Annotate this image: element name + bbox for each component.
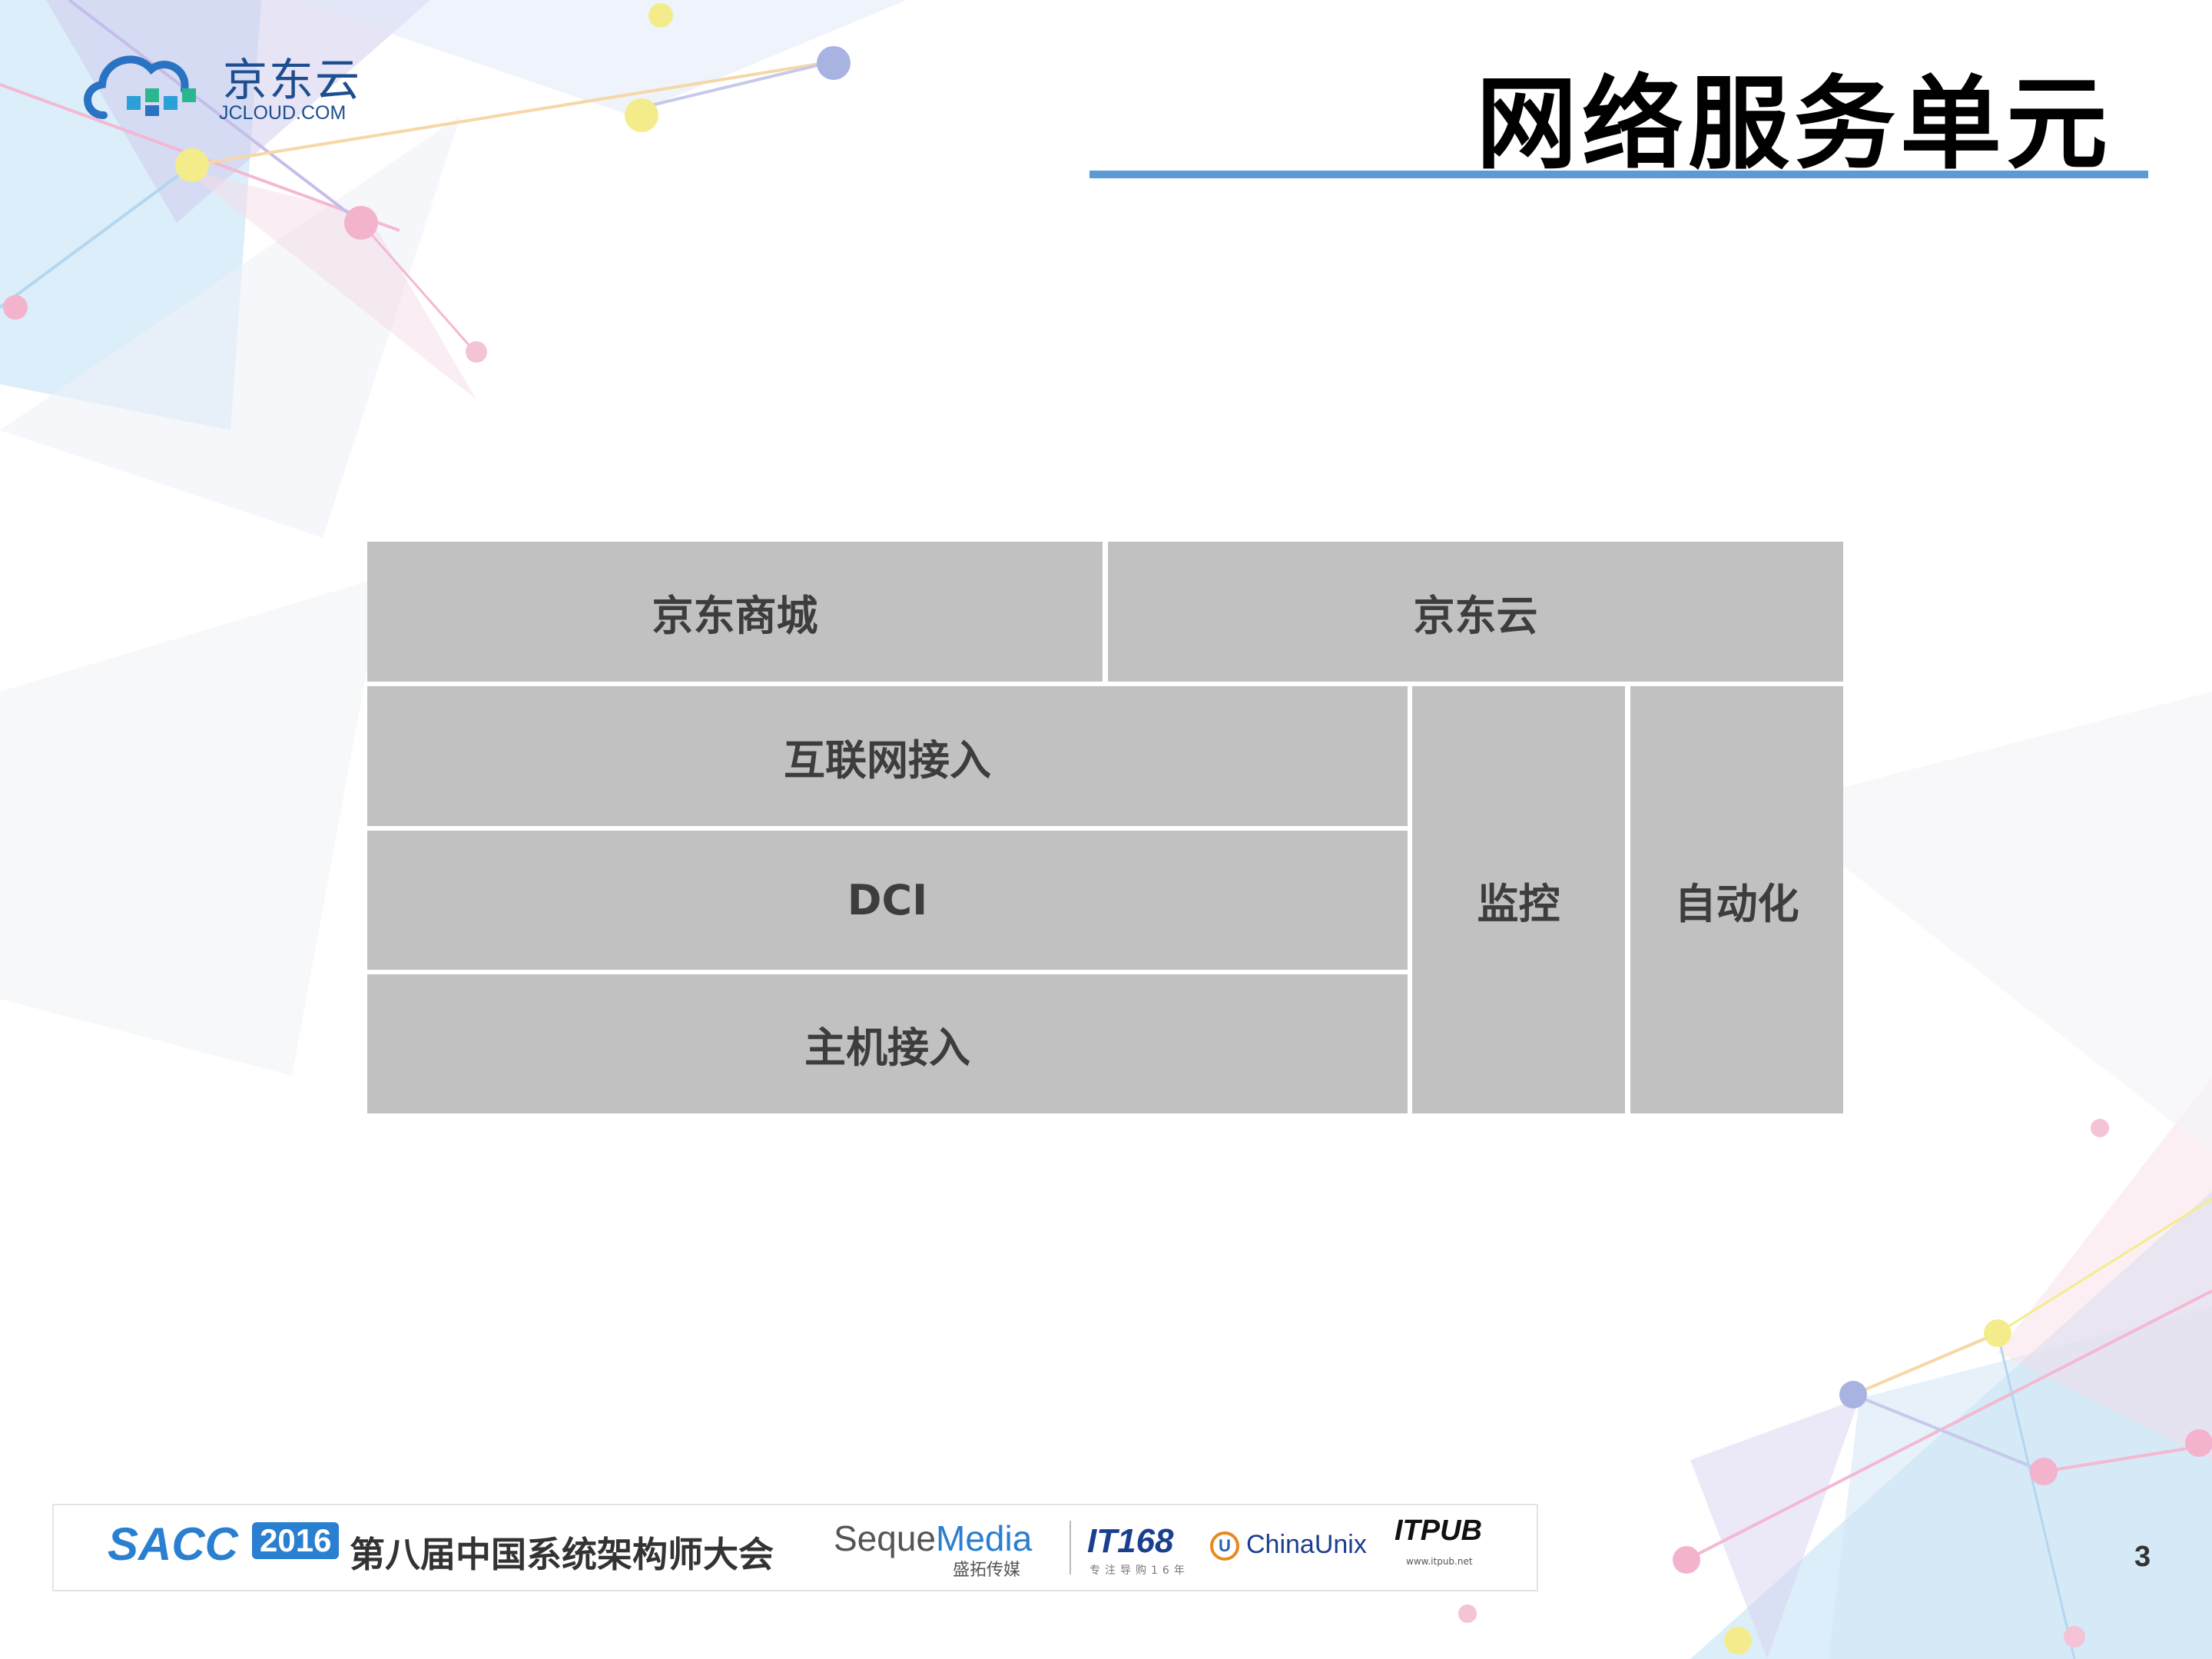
page-title: 网络服务单元 <box>1476 65 2112 184</box>
sacc-year-badge: 2016 <box>252 1522 340 1559</box>
sequemedia-subtitle: 盛拓传媒 <box>953 1561 1021 1580</box>
sacc-logo: SACC <box>108 1518 239 1570</box>
chinaunix-icon: U <box>1210 1531 1239 1561</box>
block-internet-access: 互联网接入 <box>367 686 1408 826</box>
block-host-access: 主机接入 <box>367 974 1408 1113</box>
sequemedia-logo: SequeMedia <box>834 1518 1032 1559</box>
sponsor-footer: SACC 2016 第八届中国系统架构师大会 SequeMedia 盛拓传媒 I… <box>52 1504 1538 1591</box>
sequemedia-logo-part2: Media <box>936 1518 1033 1558</box>
block-jd-cloud: 京东云 <box>1108 542 1843 682</box>
cloud-logo-icon <box>84 55 196 119</box>
block-jd-mall: 京东商城 <box>367 542 1103 682</box>
logo-english-text: JCLOUD.COM <box>219 102 347 124</box>
it168-subtitle: 专注导购16年 <box>1089 1564 1189 1577</box>
footer-divider <box>1070 1521 1071 1574</box>
block-automation: 自动化 <box>1630 686 1843 1113</box>
title-underline <box>1089 171 2148 178</box>
block-monitoring: 监控 <box>1412 686 1625 1113</box>
chinaunix-logo: ChinaUnix <box>1246 1530 1367 1559</box>
block-dci: DCI <box>367 831 1408 970</box>
sequemedia-logo-part1: Seque <box>834 1518 937 1558</box>
itpub-url: www.itpub.net <box>1406 1556 1473 1567</box>
jcloud-logo: 京东云 JCLOUD.COM <box>81 42 388 142</box>
page-number: 3 <box>2134 1541 2151 1573</box>
itpub-logo: ITPUB <box>1395 1515 1482 1547</box>
logo-chinese-text: 京东云 <box>223 54 362 106</box>
conference-name: 第八届中国系统架构师大会 <box>350 1534 774 1575</box>
it168-logo: IT168 <box>1087 1522 1174 1560</box>
